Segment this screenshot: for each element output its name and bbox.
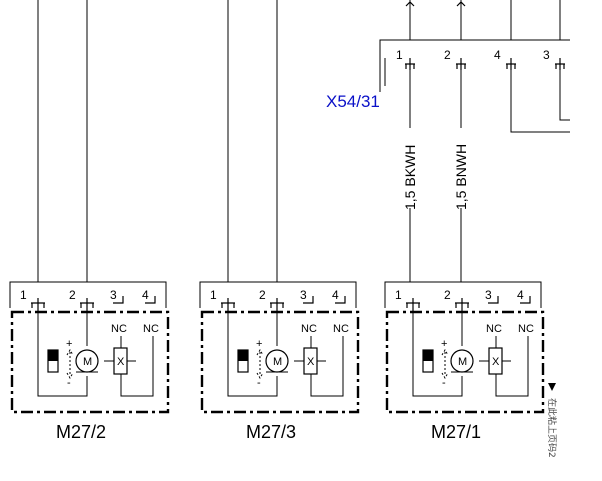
- m27-3-switch-symbol: X: [307, 356, 315, 368]
- m27-1-name: M27/1: [431, 422, 481, 442]
- m27-3-pin-4: 4: [332, 288, 339, 302]
- connector-pin-3-symbol: [555, 58, 565, 70]
- m27-3-pin-1: 1: [210, 288, 217, 302]
- connector-pin-1: 1: [396, 48, 403, 62]
- wire-upper-2-tick: [456, 1, 466, 7]
- m27-2-pin-3: 3: [110, 288, 117, 302]
- upper-wires: [405, 0, 561, 40]
- connector-pin-4: 4: [494, 48, 501, 62]
- m27-2-plus: +: [66, 338, 72, 350]
- m27-2-nc-1: NC: [111, 323, 127, 335]
- main-wires: 1,5 BKWH 1,5 BNWH: [402, 70, 469, 282]
- m27-1-nc-2: NC: [518, 323, 534, 335]
- wire-label-bg-2: [453, 128, 469, 208]
- connector-bracket: [379, 39, 570, 92]
- feed-wires-left: [37, 0, 278, 282]
- m27-1-nc-1: NC: [486, 323, 502, 335]
- m27-2-switch-symbol: X: [117, 356, 125, 368]
- m27-1-switch-symbol: X: [492, 356, 500, 368]
- wire-pin4-route: [510, 70, 570, 133]
- connector-pin-1-symbol: [405, 58, 415, 70]
- m27-3-motor-symbol: M: [273, 356, 282, 368]
- side-note: 在此粘上页码2: [546, 398, 558, 458]
- m27-2-nc-2: NC: [143, 323, 159, 335]
- m27-2-pin-1: 1: [20, 288, 27, 302]
- side-note-arrow-icon: [548, 383, 556, 391]
- connector-pin-3: 3: [543, 48, 550, 62]
- wire-label-bg-1: [402, 128, 418, 208]
- m27-1-minus: -: [442, 377, 446, 389]
- connector-label: X54/31: [326, 92, 380, 111]
- m27-1-pin-3: 3: [485, 288, 492, 302]
- m27-2-pin-2: 2: [69, 288, 76, 302]
- m27-1-plus: +: [441, 338, 447, 350]
- m27-2-pin-4: 4: [142, 288, 149, 302]
- connector-pin-2: 2: [444, 48, 451, 62]
- wire-upper-1-tick: [405, 1, 415, 7]
- m27-2-name: M27/2: [56, 422, 106, 442]
- m27-3-plus: +: [256, 338, 262, 350]
- m27-3-pin-2: 2: [259, 288, 266, 302]
- m27-1-pin-4: 4: [517, 288, 524, 302]
- connector-x54-31: 1 2 4 3 X54/31: [326, 39, 570, 111]
- wire-label-bnwh: 1,5 BNWH: [453, 144, 469, 210]
- m27-3-pin-3: 3: [300, 288, 307, 302]
- m27-1-motor-symbol: M: [458, 356, 467, 368]
- wire-label-bkwh: 1,5 BKWH: [402, 145, 418, 210]
- connector-pin-4-symbol: [506, 58, 516, 70]
- m27-3-nc-1: NC: [301, 323, 317, 335]
- wire-pin3-route: [559, 70, 570, 121]
- m27-2-minus: -: [67, 377, 71, 389]
- m27-2-motor-symbol: M: [83, 356, 92, 368]
- m27-3-nc-2: NC: [333, 323, 349, 335]
- motor-module-texts: 1 2 3 4 NC NC M X + - M27/2 1 2 3 4 NC N…: [20, 288, 534, 442]
- connector-pin-2-symbol: [456, 58, 466, 70]
- m27-3-name: M27/3: [246, 422, 296, 442]
- m27-3-minus: -: [257, 377, 261, 389]
- m27-1-pin-2: 2: [444, 288, 451, 302]
- m27-1-pin-1: 1: [395, 288, 402, 302]
